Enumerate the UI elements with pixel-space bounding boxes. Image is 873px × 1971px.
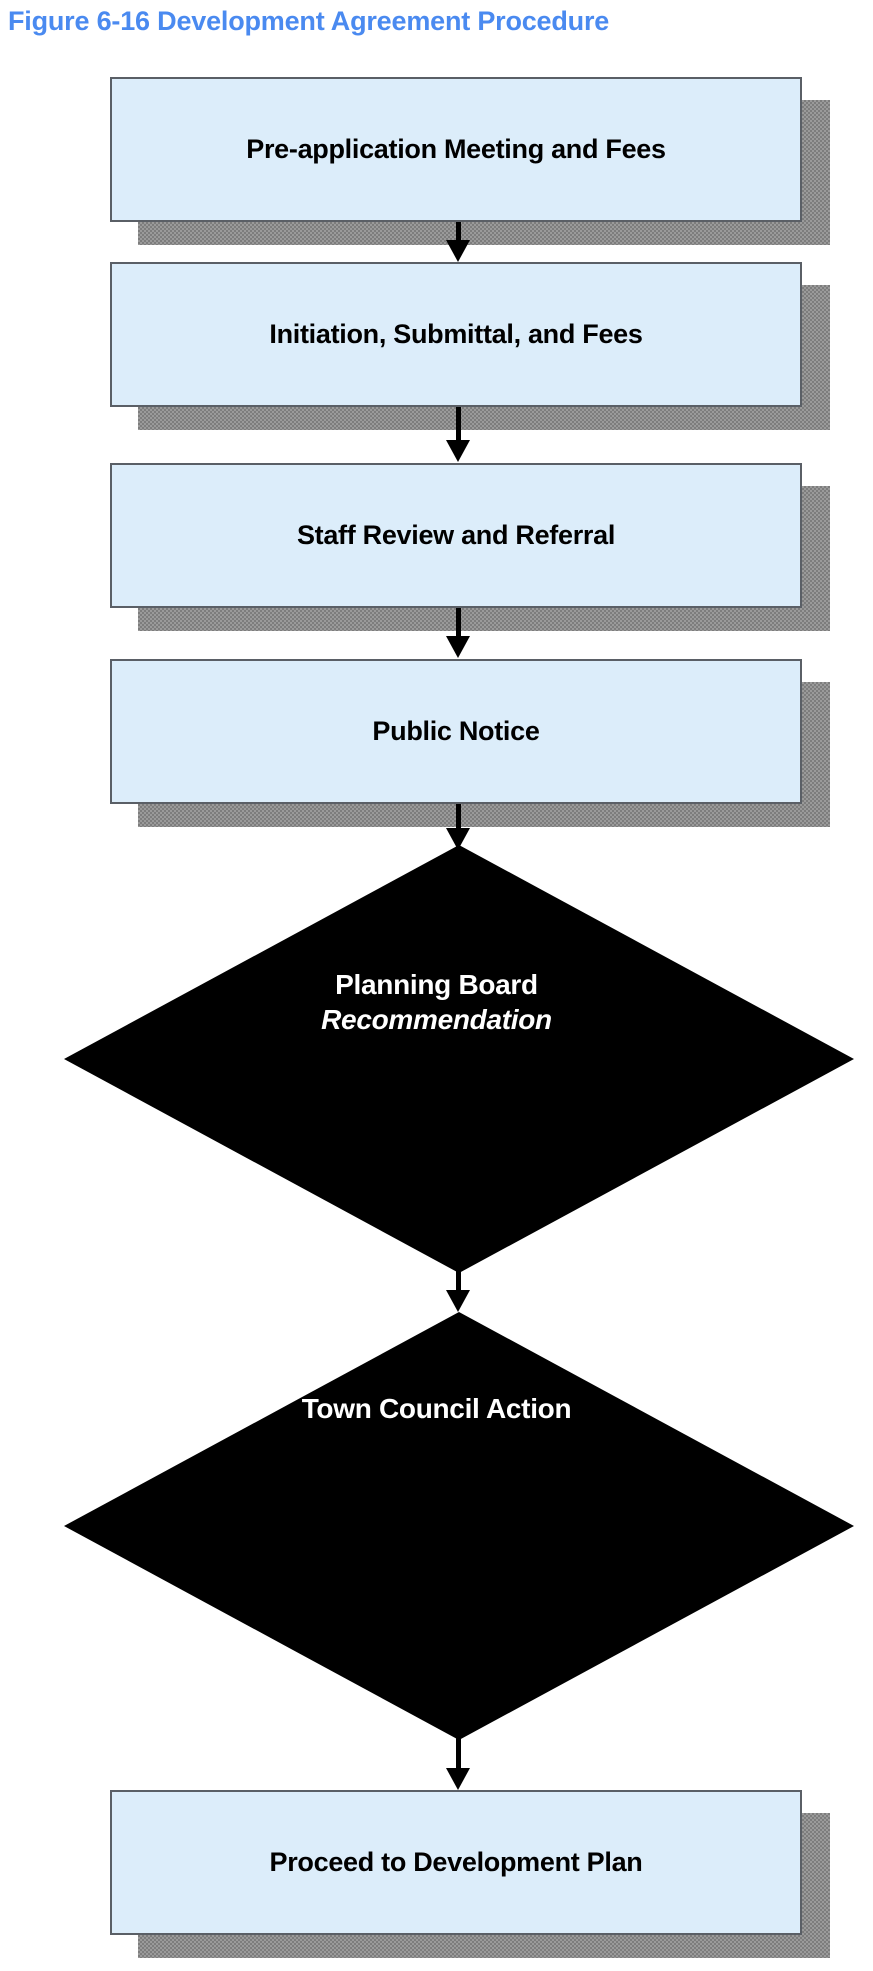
- process-box-label: Initiation, Submittal, and Fees: [269, 318, 643, 349]
- process-box-label: Pre-application Meeting and Fees: [246, 133, 666, 164]
- process-box-proceed-to-development-plan[interactable]: Proceed to Development Plan: [110, 1790, 802, 1935]
- decision-label-line-1: Planning Board: [335, 969, 538, 1000]
- process-box-staff-review-and-referral[interactable]: Staff Review and Referral: [110, 463, 802, 608]
- connector-arrow-4: [446, 804, 470, 852]
- process-box-initiation-submittal-and-fees[interactable]: Initiation, Submittal, and Fees: [110, 262, 802, 407]
- decision-label-planning-board: Planning Board Recommendation: [0, 968, 873, 1038]
- connector-arrow-2: [446, 407, 470, 463]
- process-box-label: Proceed to Development Plan: [269, 1846, 643, 1877]
- decision-diamond-town-council-action[interactable]: [64, 1312, 854, 1740]
- page-title: Figure 6-16 Development Agreement Proced…: [8, 6, 610, 36]
- connector-arrow-5: [446, 1262, 470, 1318]
- process-box-label: Public Notice: [372, 715, 540, 746]
- process-box-pre-application-meeting-and-fees[interactable]: Pre-application Meeting and Fees: [110, 77, 802, 222]
- decision-label-line-2: Recommendation: [321, 1004, 552, 1035]
- process-box-label: Staff Review and Referral: [296, 519, 616, 550]
- connector-arrow-3: [446, 608, 470, 659]
- process-box-public-notice[interactable]: Public Notice: [110, 659, 802, 804]
- decision-label-line-1: Town Council Action: [301, 1393, 572, 1424]
- decision-label-town-council-action: Town Council Action: [0, 1392, 873, 1426]
- decision-diamond-planning-board-recommendation[interactable]: [64, 845, 854, 1273]
- connector-arrow-1: [446, 222, 470, 262]
- connector-arrow-6: [446, 1730, 470, 1792]
